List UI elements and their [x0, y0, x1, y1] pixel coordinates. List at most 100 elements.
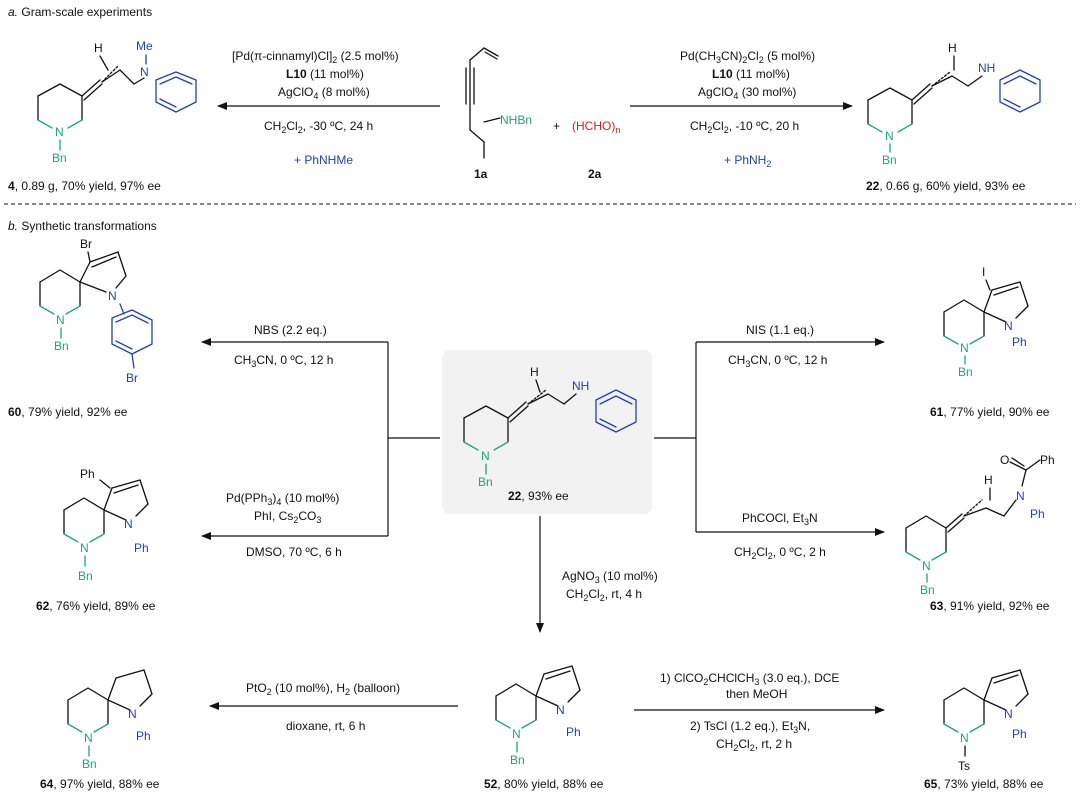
- bromo-label: Br: [80, 237, 92, 251]
- structure-63: N Bn H N Ph O Ph: [905, 453, 1055, 597]
- pyrroline-n: N: [556, 703, 565, 717]
- center-caption: 22, 93% ee: [508, 489, 569, 503]
- product-52-caption: 52, 80% yield, 88% ee: [484, 777, 604, 791]
- cond-pto2: PtO2 (10 mol%), H2 (balloon): [246, 681, 400, 697]
- product-22-caption: 22, 0.66 g, 60% yield, 93% ee: [866, 179, 1026, 193]
- structure-65: N Ts N Ph: [943, 669, 1029, 773]
- n-phenyl: Ph: [1030, 507, 1045, 521]
- cond-bz-solvent: CH2Cl2, 0 ºC, 2 h: [734, 545, 826, 561]
- phenyl-label: Ph: [1012, 335, 1027, 349]
- ring-nitrogen: N: [960, 341, 969, 355]
- cond-solvent-right: CH2Cl2, -10 ºC, 20 h: [690, 119, 799, 135]
- benzyl-label: Bn: [920, 583, 935, 597]
- cond-ag-solvent: CH2Cl2, rt, 4 h: [566, 587, 642, 603]
- amine-n: N: [140, 65, 149, 79]
- benzyl-label: Bn: [510, 753, 525, 767]
- cond-pdpph3: Pd(PPh3)4 (10 mol%): [226, 491, 339, 507]
- formaldehyde: (HCHO)n: [572, 119, 620, 135]
- compound-2a: 2a: [588, 167, 602, 181]
- nhbn-label: NHBn: [500, 113, 532, 127]
- benzyl-label: Bn: [478, 475, 493, 489]
- cond-agclo4-right: AgClO4 (30 mol%): [698, 85, 796, 101]
- allene-h: H: [948, 41, 957, 55]
- allene-h: H: [530, 365, 539, 379]
- cond-ts-solvent: CH2Cl2, rt, 2 h: [716, 737, 792, 753]
- cond-solvent-left: CH2Cl2, -30 ºC, 24 h: [264, 119, 373, 135]
- structure-64: N Bn N Ph: [67, 669, 153, 771]
- structure-1a: NHBn: [465, 47, 532, 159]
- product-63-caption: 63, 91% yield, 92% ee: [930, 599, 1050, 613]
- pyrroline-n: N: [124, 517, 133, 531]
- cond-dmso: DMSO, 70 ºC, 6 h: [246, 545, 342, 559]
- cond-nis-solvent: CH3CN, 0 ºC, 12 h: [728, 353, 827, 369]
- section-a-label: a. Gram-scale experiments: [8, 5, 152, 19]
- ring-nitrogen: N: [885, 129, 894, 143]
- cond-nbs-solvent: CH3CN, 0 ºC, 12 h: [234, 353, 333, 369]
- allene-h: H: [94, 41, 103, 55]
- section-b-label: b. Synthetic transformations: [8, 219, 157, 233]
- cond-nbs: NBS (2.2 eq.): [254, 323, 327, 337]
- tosyl-label: Ts: [958, 759, 970, 773]
- amine-nh: NH: [978, 61, 995, 75]
- product-60-caption: 60, 79% yield, 92% ee: [8, 405, 128, 419]
- cond-pdch3cn: Pd(CH3CN)2Cl2 (5 mol%): [680, 49, 815, 65]
- amine-nh: NH: [572, 379, 589, 393]
- cond-nis: NIS (1.1 eq.): [746, 323, 814, 337]
- ring-nitrogen: N: [960, 731, 969, 745]
- cond-phnhme: + PhNHMe: [294, 153, 353, 167]
- benzyl-label: Bn: [82, 757, 97, 771]
- benzyl-label: Bn: [958, 365, 973, 379]
- cond-tscl: 2) TsCl (1.2 eq.), Et3N,: [690, 719, 810, 735]
- cond-meoh: then MeOH: [726, 687, 787, 701]
- cond-phi: PhI, Cs2CO3: [254, 509, 321, 525]
- ring-nitrogen: N: [481, 449, 490, 463]
- cond-phcocl: PhCOCl, Et3N: [742, 511, 818, 527]
- center-box: [442, 350, 652, 514]
- phenyl-label: Ph: [1012, 727, 1027, 741]
- cond-dioxane: dioxane, rt, 6 h: [286, 719, 365, 733]
- cond-pd-cinnamyl: [Pd(π-cinnamyl)Cl]2 (2.5 mol%): [232, 49, 399, 65]
- cond-l10-left: L10 (11 mol%): [286, 67, 364, 81]
- structure-61: N Bn I N Ph: [943, 265, 1029, 379]
- pyrroline-n: N: [108, 289, 117, 303]
- benzyl-label: Bn: [54, 339, 69, 353]
- cond-l10-right: L10 (11 mol%): [712, 67, 790, 81]
- carbonyl-o: O: [1000, 453, 1009, 467]
- ring-nitrogen: N: [922, 559, 931, 573]
- ring-nitrogen: N: [84, 731, 93, 745]
- plus-sign: +: [553, 119, 560, 133]
- amide-n: N: [1016, 489, 1025, 503]
- structure-62: N Bn Ph N Ph: [63, 467, 149, 583]
- product-65-caption: 65, 73% yield, 88% ee: [924, 777, 1044, 791]
- pyrroline-n: N: [1004, 319, 1013, 333]
- ring-nitrogen: N: [512, 727, 521, 741]
- structure-4: N Bn H N Me: [37, 39, 197, 165]
- phenyl-label: Ph: [136, 729, 151, 743]
- benzyl-label: Bn: [52, 151, 67, 165]
- cond-ace-cl: 1) ClCO2CHClCH3 (3.0 eq.), DCE: [660, 671, 839, 687]
- product-4-caption: 4, 0.89 g, 70% yield, 97% ee: [8, 179, 161, 193]
- cond-agno3: AgNO3 (10 mol%): [562, 569, 658, 585]
- methyl-label: Me: [136, 39, 153, 53]
- phenyl-top: Ph: [80, 467, 95, 481]
- structure-22-top: N Bn H NH: [867, 41, 1041, 167]
- structure-52: N Bn N Ph: [495, 665, 581, 767]
- cond-phnh2: + PhNH2: [724, 153, 771, 169]
- benzyl-label: Bn: [78, 569, 93, 583]
- structure-22-center: N Bn H NH: [463, 365, 637, 489]
- product-61-caption: 61, 77% yield, 90% ee: [930, 405, 1050, 419]
- ring-nitrogen: N: [56, 313, 65, 327]
- aryl-bromo: Br: [126, 371, 138, 385]
- compound-1a: 1a: [474, 167, 488, 181]
- ring-nitrogen: N: [55, 125, 64, 139]
- ring-nitrogen: N: [80, 541, 89, 555]
- pyrrolidine-n: N: [128, 707, 137, 721]
- benzyl-label: Bn: [882, 153, 897, 167]
- iodo-label: I: [982, 265, 985, 279]
- pyrroline-n: N: [1004, 707, 1013, 721]
- product-62-caption: 62, 76% yield, 89% ee: [36, 599, 156, 613]
- phenyl-label: Ph: [566, 725, 581, 739]
- allene-h: H: [984, 473, 993, 487]
- structure-60: N Bn Br N Br: [39, 237, 153, 385]
